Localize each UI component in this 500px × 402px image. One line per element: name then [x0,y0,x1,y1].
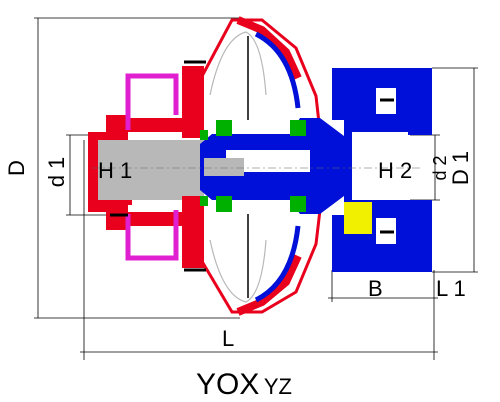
model-title-main: YOX [196,368,259,401]
bearings [200,120,306,212]
label-D: D [4,160,29,176]
label-H2: H 2 [378,158,412,183]
model-title-sub: YZ [264,374,292,399]
label-H1: H 1 [98,158,132,183]
label-d1: d 1 [44,157,69,188]
left-hub [88,115,204,230]
label-B: B [368,276,383,301]
right-flange [332,68,432,272]
magenta-cover [125,73,179,261]
model-title: YOX YZ [196,368,292,401]
label-D1: D 1 [448,151,473,185]
impeller [209,31,301,303]
label-L: L [222,326,234,351]
label-L1: L 1 [436,276,466,301]
central-shaft [200,118,344,214]
bolts [110,60,394,272]
label-d2: d 2 [430,155,450,180]
dimension-frame [34,17,478,360]
